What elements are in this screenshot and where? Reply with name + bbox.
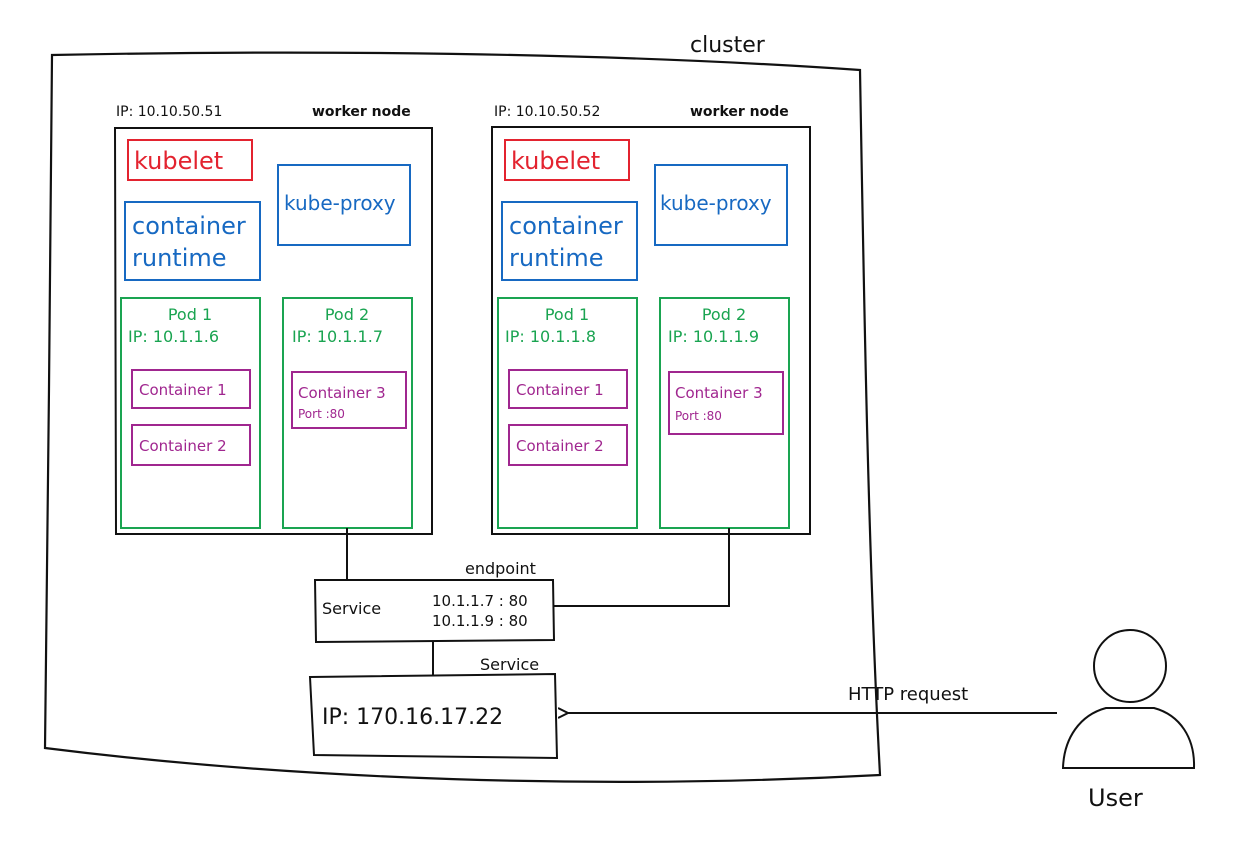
user-label: User — [1088, 784, 1143, 812]
container-name: Container 3 — [298, 384, 386, 402]
endpoint: endpoint Service 10.1.1.7 : 80 10.1.1.9 … — [313, 559, 556, 644]
endpoint-service-label: Service — [322, 599, 381, 618]
container-box — [508, 424, 628, 466]
container-runtime-line2: runtime — [132, 244, 227, 272]
endpoint-entry: 10.1.1.9 : 80 — [432, 612, 528, 630]
cluster-boundary — [43, 51, 882, 783]
pod-name: Pod 1 — [168, 305, 212, 324]
service-ip: IP: 170.16.17.22 — [322, 705, 503, 730]
container-runtime-line1: container — [132, 212, 246, 240]
pod-name: Pod 1 — [545, 305, 589, 324]
pod-box — [120, 297, 261, 529]
endpoint-box — [313, 579, 556, 644]
kube-proxy-label: kube-proxy — [660, 191, 772, 215]
pod-ip: IP: 10.1.1.9 — [668, 327, 759, 346]
connector-pod-node2-to-endpoint — [553, 528, 730, 607]
pod-ip: IP: 10.1.1.6 — [128, 327, 219, 346]
kube-proxy-label: kube-proxy — [284, 191, 396, 215]
pod-name: Pod 2 — [325, 305, 369, 324]
container-name: Container 2 — [516, 437, 604, 455]
worker-node-1: IP: 10.10.50.51 worker node kubelet kube… — [113, 104, 433, 535]
pod-ip: IP: 10.1.1.7 — [292, 327, 383, 346]
worker-node-2-role: worker node — [690, 104, 789, 120]
pod-ip: IP: 10.1.1.8 — [505, 327, 596, 346]
container-box — [508, 369, 628, 409]
service-heading: Service — [480, 655, 539, 674]
user-head-icon — [1093, 629, 1167, 703]
container-name: Container 1 — [516, 381, 604, 399]
user-body-icon — [1061, 707, 1196, 769]
user: User — [1061, 629, 1196, 812]
worker-node-2-box — [491, 126, 811, 535]
service-box — [308, 672, 559, 760]
container-runtime-line2: runtime — [509, 244, 604, 272]
cluster-label: cluster — [690, 33, 766, 58]
container-runtime-line1: container — [509, 212, 623, 240]
container-box — [131, 424, 251, 466]
pod-box — [497, 297, 638, 529]
service: Service IP: 170.16.17.22 — [308, 655, 559, 760]
endpoint-heading: endpoint — [465, 559, 536, 578]
container-port: Port :80 — [298, 407, 345, 421]
kubelet-box — [127, 139, 253, 181]
kube-proxy-box — [277, 164, 411, 246]
container-runtime-box — [124, 201, 261, 281]
worker-node-2-ip: IP: 10.10.50.52 — [494, 104, 600, 120]
worker-node-2: IP: 10.10.50.52 worker node kubelet kube… — [491, 104, 811, 535]
kubelet-box — [504, 139, 630, 181]
kube-proxy-box — [654, 164, 788, 246]
pod-box — [659, 297, 790, 529]
kubelet-label: kubelet — [134, 147, 223, 175]
container-box — [131, 369, 251, 409]
worker-node-1-ip: IP: 10.10.50.51 — [116, 104, 222, 120]
container-port: Port :80 — [675, 409, 722, 423]
kubelet-label: kubelet — [511, 147, 600, 175]
http-request-label: HTTP request — [848, 684, 968, 705]
cluster: cluster — [43, 33, 882, 783]
worker-node-1-box — [113, 127, 433, 535]
container-runtime-box — [501, 201, 638, 281]
container-name: Container 1 — [139, 381, 227, 399]
container-name: Container 3 — [675, 384, 763, 402]
worker-node-1-role: worker node — [312, 104, 411, 120]
container-name: Container 2 — [139, 437, 227, 455]
container-box — [291, 371, 407, 429]
endpoint-entry: 10.1.1.7 : 80 — [432, 592, 528, 610]
container-box — [668, 371, 784, 435]
pod-name: Pod 2 — [702, 305, 746, 324]
